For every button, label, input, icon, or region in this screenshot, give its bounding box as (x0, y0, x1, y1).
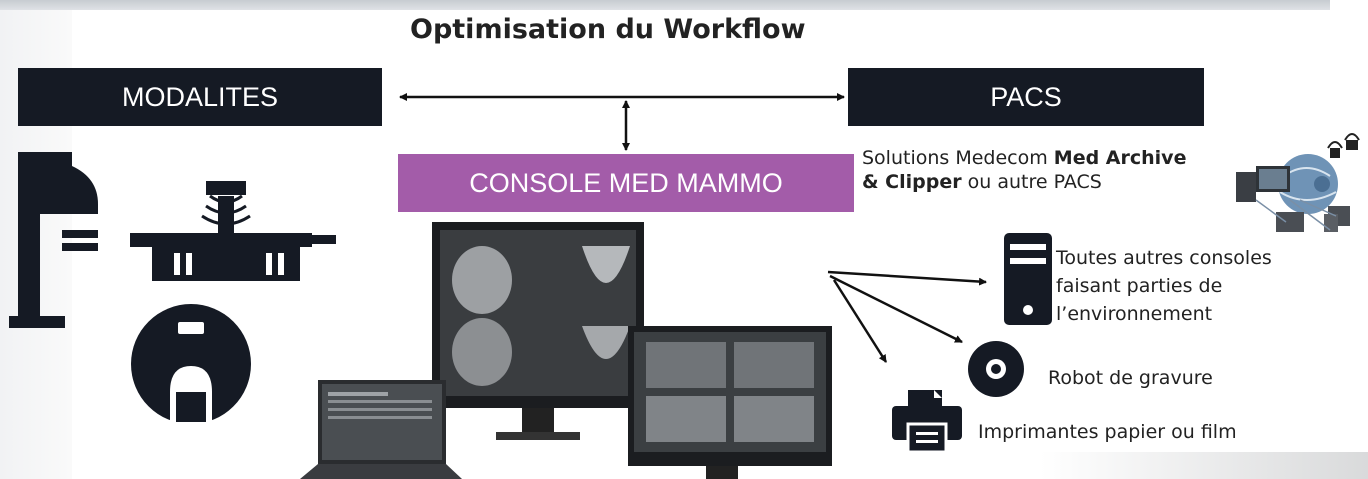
other-consoles-label: Toutes autres consoles faisant parties d… (1056, 244, 1356, 328)
pacs-description-line-1: Solutions Medecom Med Archive (862, 146, 1242, 170)
other-consoles-line-1: Toutes autres consoles (1056, 247, 1272, 269)
pacs-label: PACS (990, 81, 1062, 112)
other-consoles-line-2: faisant parties de (1056, 275, 1223, 297)
bottom-background-band (1040, 452, 1368, 479)
output-arrow-robot (829, 274, 963, 344)
top-bar (0, 0, 1330, 10)
printer-label: Imprimantes papier ou film (978, 421, 1237, 443)
pacs-description-bold-2: & Clipper (862, 171, 962, 193)
pacs-box: PACS (848, 68, 1204, 126)
network-globe-icon (1236, 133, 1360, 232)
main-monitor-icon (432, 222, 644, 440)
modalites-label: MODALITES (121, 81, 279, 112)
output-arrow-consoles (827, 270, 987, 286)
mri-scanner-icon (131, 304, 251, 424)
pacs-description-suffix: ou autre PACS (961, 171, 1102, 193)
pacs-description-bold-1: Med Archive (1053, 147, 1187, 169)
console-label: CONSOLE MED MAMMO (469, 167, 783, 198)
laptop-icon (300, 380, 462, 479)
modalites-box: MODALITES (18, 68, 382, 126)
robot-label: Robot de gravure (1048, 367, 1213, 389)
second-monitor-icon (628, 326, 832, 479)
pacs-description-line-2: & Clipper ou autre PACS (862, 170, 1242, 194)
page-title: Optimisation du Workflow (410, 14, 806, 45)
pacs-description-prefix: Solutions Medecom (862, 147, 1054, 169)
pacs-description: Solutions Medecom Med Archive & Clipper … (862, 146, 1242, 194)
console-box: CONSOLE MED MAMMO (398, 154, 854, 212)
disc-icon (968, 341, 1024, 397)
computer-tower-icon (1004, 233, 1052, 325)
ultrasound-table-icon (130, 181, 336, 281)
printer-icon (892, 390, 962, 454)
other-consoles-line-3: l’environnement (1056, 303, 1213, 325)
output-arrow-printer (832, 279, 888, 363)
mammography-unit-icon (9, 152, 98, 328)
